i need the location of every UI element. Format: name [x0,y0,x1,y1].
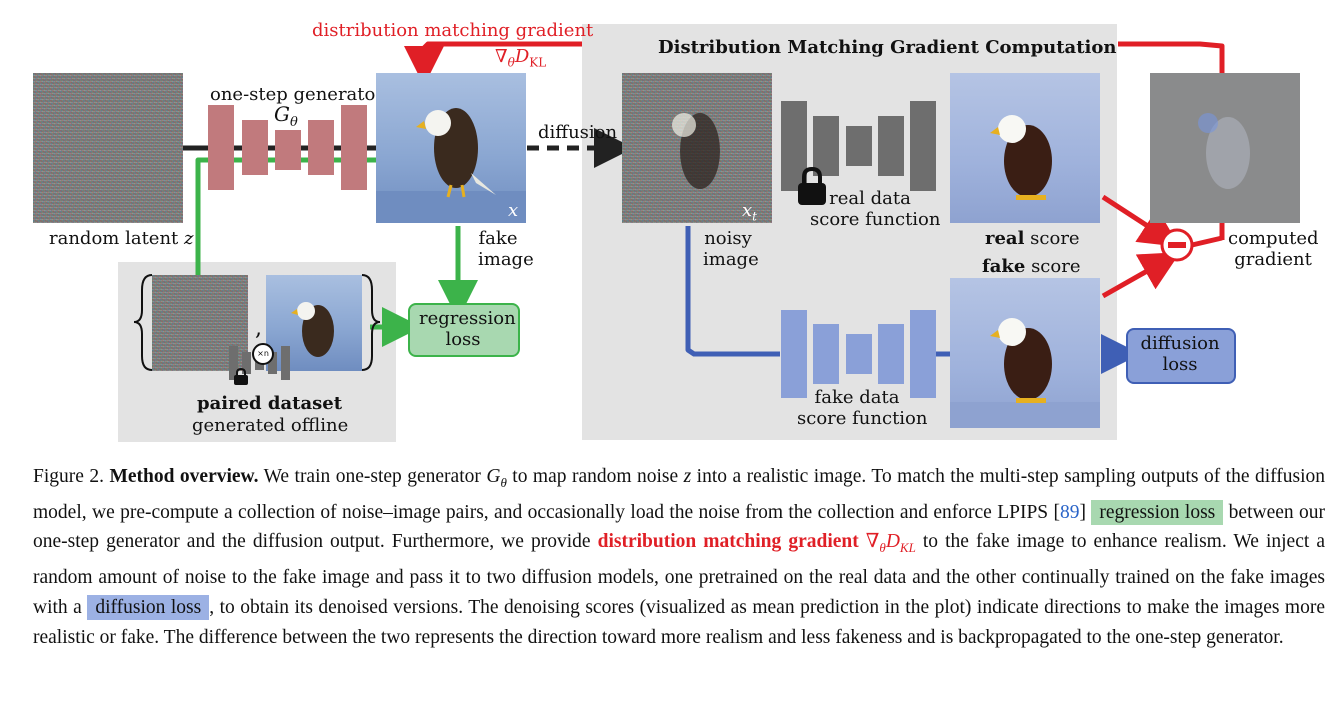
generator-block-5 [341,105,367,190]
diffusion-loss-highlight: diffusion loss [87,594,210,620]
real-score-label: real score [985,228,1080,249]
blue-path [685,226,780,357]
fake-net-block-1 [781,310,807,398]
fake-net-block-3 [846,334,872,374]
real-net-block-5 [910,101,936,191]
mini-net-block-4 [268,352,277,374]
real-score-image [950,73,1100,223]
generator-block-2 [242,120,268,175]
real-net-block-2 [813,116,839,176]
fake-net-block-4 [878,324,904,384]
figure-caption: Figure 2. Method overview. We train one-… [33,466,1326,648]
real-net-block-4 [878,116,904,176]
left-brace [133,274,153,371]
noisy-image-xt: xt [742,200,757,224]
repeat-icon: ×n [252,343,274,365]
generator-label: one-step generator [210,84,384,105]
random-latent-image [33,73,183,223]
regression-loss-highlight: regression loss [1091,499,1224,525]
mini-lock-icon [234,368,248,385]
generator-symbol: Gθ [274,102,298,131]
generated-offline-label: generated offline [192,415,349,436]
computed-gradient-image [1150,73,1300,223]
fake-net-block-5 [910,310,936,398]
citation-link[interactable]: 89 [1060,501,1080,523]
random-latent-label: random latent z [49,228,194,249]
noisy-image [622,73,772,223]
noisy-eagle-icon [672,113,720,189]
fake-image-x: x [508,200,519,221]
diagram-connectors [133,41,1225,374]
eagle-icon [376,108,526,223]
generator-block-4 [308,120,334,175]
regression-loss-box [408,303,520,357]
paired-dataset-label: paired dataset [197,393,343,414]
mini-net-block-5 [281,346,290,380]
diffusion-label: diffusion [538,122,618,143]
dmg-top-label: distribution matching gradient [312,20,594,41]
red-gradient-arrow-left [404,41,582,86]
right-brace [361,274,381,371]
generator-block-1 [208,105,234,190]
eagle-icon [990,115,1052,200]
diffusion-loss-box [1126,328,1236,384]
real-net-block-3 [846,126,872,166]
fake-score-label: fake score [982,256,1081,277]
fake-net-block-2 [813,324,839,384]
paired-comma: , [255,316,262,341]
mini-net-block-2 [242,352,251,374]
fake-score-image [950,278,1100,428]
lock-icon [798,166,826,205]
mini-net-block-1 [229,346,238,380]
gradient-eagle-icon [1198,113,1250,189]
dmg-formula: ∇θDKL [495,46,547,70]
eagle-icon [291,302,334,357]
generator-block-3 [275,130,301,170]
fake-image [376,73,526,223]
eagle-icon [950,318,1100,428]
red-line-out [1191,235,1223,248]
red-line-real [1101,194,1180,247]
red-line-fake [1101,252,1181,299]
dmg-panel-title: Distribution Matching Gradient Computati… [658,37,1117,58]
